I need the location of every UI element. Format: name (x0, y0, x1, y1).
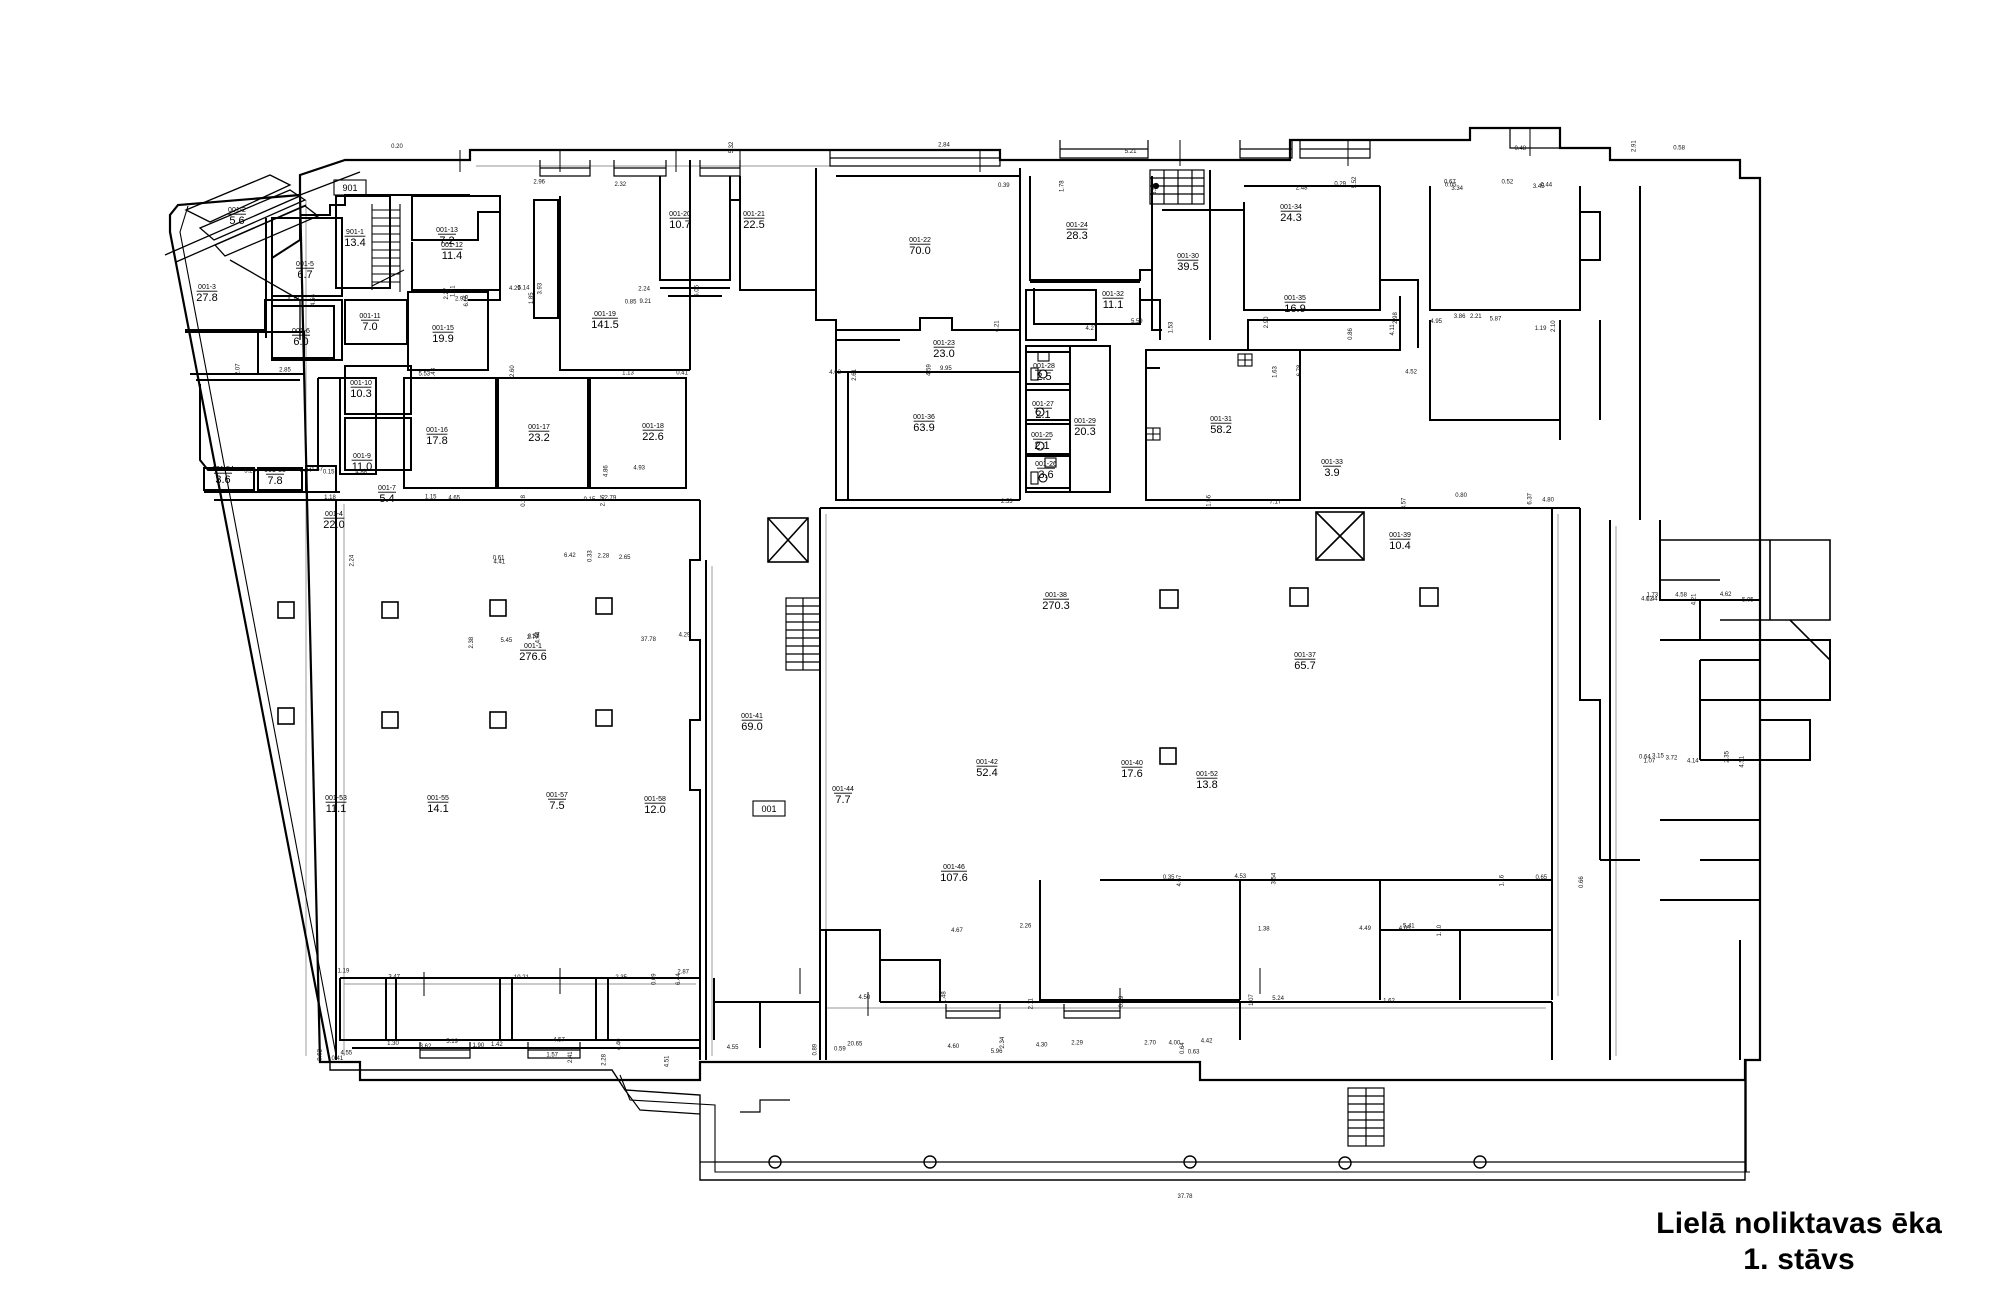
ne-extension (1660, 539, 1831, 661)
nw-entry-ramp (164, 171, 361, 340)
south-room-strip-west (339, 977, 701, 1059)
south-room-strip-east (713, 929, 1553, 1060)
north-central-rooms (335, 150, 1001, 489)
central-stair (785, 597, 1385, 1147)
east-edge-rooms (1600, 520, 1831, 1172)
main-hall-west (277, 499, 707, 1060)
floor-label: 1. stāvs (1743, 1243, 1855, 1276)
title-block: Lielā noliktavas ēka 1. stāvs (1656, 1206, 1942, 1278)
south-footing (624, 1089, 1745, 1170)
nw-room-cluster (185, 194, 470, 501)
wall-hatch-layer (305, 165, 1617, 1056)
central-east-rooms (815, 168, 1301, 501)
crossed-shafts (767, 511, 1365, 563)
dimension-tick-layer (423, 128, 1531, 1016)
main-hall-east (819, 507, 1601, 1060)
wall-layer (168, 126, 1762, 1181)
north-east-rooms (1029, 128, 1641, 520)
building-name: Lielā noliktavas ēka (1656, 1207, 1942, 1240)
